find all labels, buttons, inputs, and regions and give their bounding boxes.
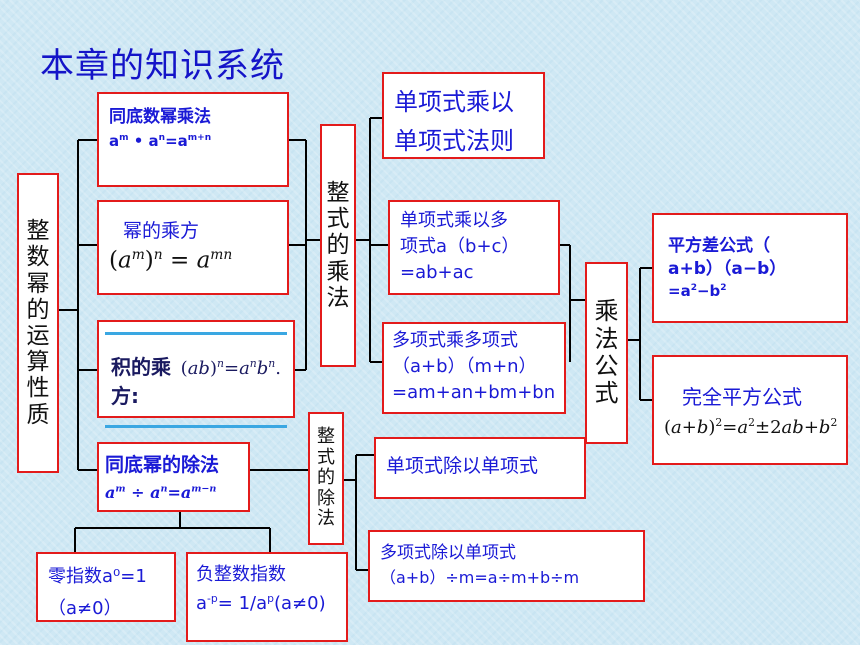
division-node-label: 整式的除法	[317, 426, 335, 530]
power-of-power-box: 幂的乘方 (am)n = amn	[97, 200, 289, 295]
difference-of-squares-line1: 平方差公式（	[668, 236, 770, 256]
power-of-product-label: 积的乘方:	[111, 355, 171, 408]
mono-by-poly-line3: =ab+ac	[400, 262, 474, 284]
mono-by-mono-line1: 单项式乘以	[394, 88, 514, 116]
same-base-multiply-formula: am • an=am+n	[109, 132, 212, 150]
root-node-box: 整数幂的运算性质	[17, 173, 59, 473]
difference-of-squares-line2: a+b）（a−b）	[668, 258, 787, 279]
power-of-product-formula: (ab)n=anbn.	[180, 357, 281, 379]
poly-by-poly-line1: 多项式乘多项式	[392, 330, 518, 351]
page-title: 本章的知识系统	[40, 46, 285, 86]
perfect-square-formula: (a+b)2=a2±2ab+b2	[664, 416, 838, 438]
zero-exponent-line2: （a≠0）	[48, 598, 122, 619]
same-base-multiply-box: 同底数幂乘法 am • an=am+n	[97, 92, 289, 187]
mono-divide-mono-box: 单项式除以单项式	[374, 437, 586, 499]
perfect-square-label: 完全平方公式	[682, 385, 802, 409]
power-of-product-box: 积的乘方: (ab)n=anbn.	[97, 320, 295, 428]
multiplication-node-label: 整式的乘法	[326, 179, 350, 311]
mono-by-mono-line2: 单项式法则	[394, 127, 514, 155]
multiplication-node-box: 整式的乘法	[320, 124, 356, 367]
poly-by-poly-box: 多项式乘多项式 （a+b）（m+n） =am+an+bm+bn	[382, 322, 566, 414]
same-base-divide-box: 同底幂的除法 am ÷ an=am−n	[97, 442, 250, 512]
root-node-label: 整数幂的运算性质	[26, 218, 50, 428]
zero-exponent-line1: 零指数a⁰=1	[48, 566, 147, 587]
mono-divide-mono-label: 单项式除以单项式	[386, 455, 539, 477]
poly-by-poly-line3: =am+an+bm+bn	[392, 382, 556, 404]
difference-of-squares-box: 平方差公式（ a+b）（a−b） =a2−b2	[652, 213, 848, 323]
poly-divide-mono-line1: 多项式除以单项式	[380, 543, 516, 563]
same-base-divide-label: 同底幂的除法	[105, 454, 220, 476]
poly-divide-mono-box: 多项式除以单项式 （a+b）÷m=a÷m+b÷m	[368, 530, 645, 602]
mono-by-mono-box: 单项式乘以 单项式法则	[382, 72, 545, 159]
power-of-power-label: 幂的乘方	[123, 220, 200, 242]
negative-exponent-formula: a-p= 1/ap(a≠0)	[196, 592, 326, 614]
perfect-square-box: 完全平方公式 (a+b)2=a2±2ab+b2	[652, 355, 848, 465]
difference-of-squares-line3: =a2−b2	[668, 281, 727, 300]
negative-exponent-line1: 负整数指数	[196, 564, 286, 585]
mono-by-poly-box: 单项式乘以多 项式a（b+c） =ab+ac	[388, 200, 560, 295]
formulas-node-box: 乘法公式	[585, 262, 628, 444]
poly-divide-mono-line2: （a+b）÷m=a÷m+b÷m	[380, 568, 580, 588]
poly-by-poly-line2: （a+b）（m+n）	[392, 356, 537, 378]
zero-exponent-box: 零指数a⁰=1 （a≠0）	[36, 552, 176, 622]
division-node-box: 整式的除法	[308, 412, 344, 545]
negative-exponent-box: 负整数指数 a-p= 1/ap(a≠0)	[186, 552, 348, 642]
same-base-divide-formula: am ÷ an=am−n	[105, 483, 217, 502]
formulas-node-label: 乘法公式	[594, 297, 619, 408]
power-of-power-formula: (am)n = amn	[109, 247, 233, 274]
mono-by-poly-line1: 单项式乘以多	[400, 210, 508, 231]
mono-by-poly-line2: 项式a（b+c）	[400, 236, 520, 258]
same-base-multiply-label: 同底数幂乘法	[109, 107, 211, 127]
